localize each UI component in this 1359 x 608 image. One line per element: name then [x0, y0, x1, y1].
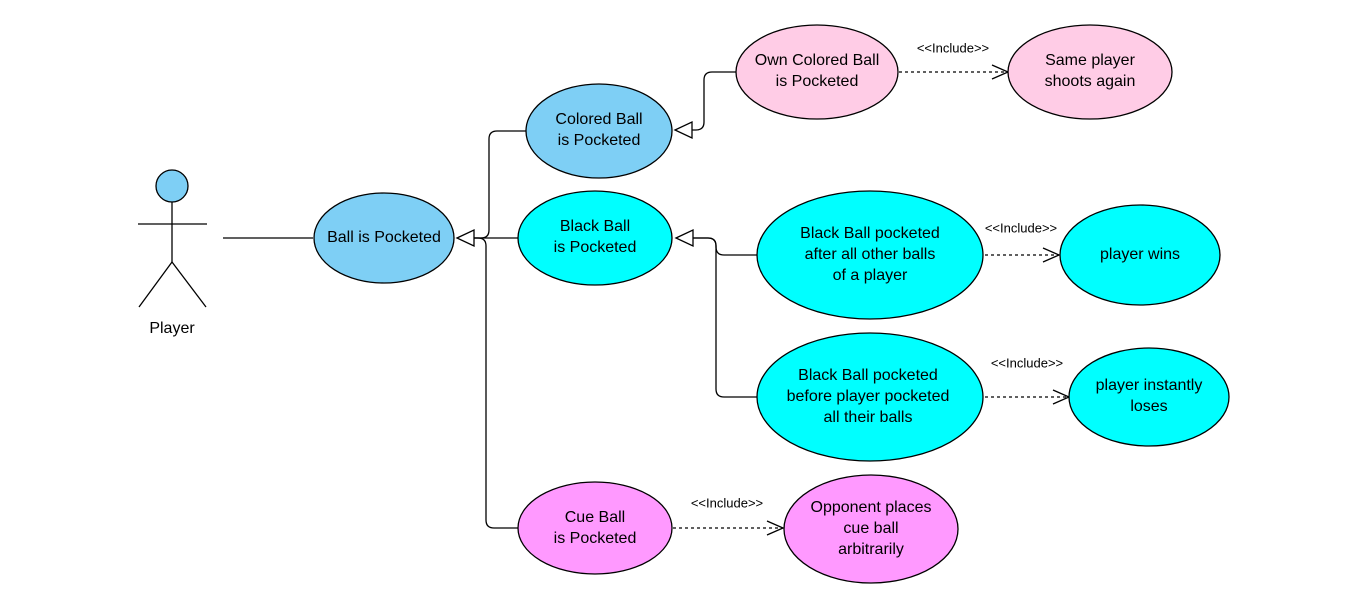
edge-cue-to-ball: [474, 237, 518, 529]
usecase-ball-pocketed-shape: [313, 192, 455, 284]
usecase-player-loses-label-2: loses: [1130, 398, 1167, 415]
generalization-arrow-colored: [673, 120, 693, 140]
usecase-cue-ball-label-2: is Pocketed: [554, 530, 637, 547]
usecase-own-colored: Own Colored Ball is Pocketed: [735, 24, 899, 120]
usecase-ball-pocketed-label: Ball is Pocketed: [327, 229, 441, 246]
usecase-own-colored-label-2: is Pocketed: [776, 73, 859, 90]
usecase-player-loses: player instantly loses: [1068, 347, 1230, 447]
actor-head: [155, 169, 189, 203]
usecase-black-after-label-2: after all other balls: [805, 246, 936, 263]
usecase-same-player-shape: [1007, 24, 1173, 120]
usecase-black-after-label-3: of a player: [833, 267, 908, 284]
usecase-player-loses-label-1: player instantly: [1096, 377, 1203, 394]
usecase-player-loses-shape: [1068, 347, 1230, 447]
usecase-player-wins-shape: [1059, 204, 1221, 306]
usecase-player-wins-label: player wins: [1100, 246, 1180, 263]
edge-colored-to-ball: [474, 130, 526, 239]
actor-player: Player: [138, 169, 207, 337]
usecase-same-player-label-2: shoots again: [1045, 73, 1136, 90]
usecase-own-colored-shape: [735, 24, 899, 120]
actor-left-leg: [138, 261, 173, 308]
usecase-black-before-shape: [756, 332, 984, 462]
usecase-colored-ball-shape: [525, 83, 673, 179]
usecase-opponent-places-label-2: cue ball: [843, 520, 898, 537]
actor-right-leg: [171, 261, 207, 308]
generalization-arrow-black: [674, 228, 694, 248]
include-label-own-to-same: <<Include>>: [917, 40, 989, 55]
usecase-black-before: Black Ball pocketed before player pocket…: [756, 332, 984, 462]
generalization-arrow-ball: [455, 228, 475, 248]
usecase-opponent-places-label-3: arbitrarily: [838, 541, 904, 558]
usecase-cue-ball-label-1: Cue Ball: [565, 509, 625, 526]
usecase-black-after-shape: [756, 190, 984, 320]
include-arrow-opponent: [766, 520, 785, 536]
usecase-black-ball-label-2: is Pocketed: [554, 239, 637, 256]
usecase-black-ball-shape: [517, 190, 673, 286]
usecase-cue-ball: Cue Ball is Pocketed: [517, 481, 673, 575]
include-arrow-loses: [1052, 389, 1071, 405]
actor-label: Player: [149, 320, 195, 337]
usecase-opponent-places-label-1: Opponent places: [811, 499, 932, 516]
usecase-black-before-label-1: Black Ball pocketed: [798, 367, 938, 384]
usecase-same-player-label-1: Same player: [1045, 52, 1135, 69]
usecase-black-ball: Black Ball is Pocketed: [517, 190, 673, 286]
include-label-cue-to-opponent: <<Include>>: [691, 495, 763, 510]
usecase-own-colored-label-1: Own Colored Ball: [755, 52, 880, 69]
include-label-after-to-wins: <<Include>>: [985, 220, 1057, 235]
usecase-same-player: Same player shoots again: [1007, 24, 1173, 120]
usecase-black-after: Black Ball pocketed after all other ball…: [756, 190, 984, 320]
usecase-black-before-label-2: before player pocketed: [787, 388, 950, 405]
usecase-player-wins: player wins: [1059, 204, 1221, 306]
include-arrow-wins: [1042, 247, 1061, 263]
usecase-colored-ball-label-2: is Pocketed: [558, 132, 641, 149]
edge-before-to-black: [693, 237, 760, 398]
edge-after-to-black: [693, 237, 760, 256]
usecase-ball-pocketed: Ball is Pocketed: [313, 192, 455, 284]
usecase-opponent-places: Opponent places cue ball arbitrarily: [783, 474, 959, 584]
usecase-black-before-label-3: all their balls: [824, 409, 913, 426]
usecase-black-after-label-1: Black Ball pocketed: [800, 225, 940, 242]
edge-own-to-colored: [692, 71, 736, 131]
include-arrow-same: [991, 64, 1010, 80]
usecase-opponent-places-shape: [783, 474, 959, 584]
usecase-colored-ball: Colored Ball is Pocketed: [525, 83, 673, 179]
usecase-cue-ball-shape: [517, 481, 673, 575]
usecase-black-ball-label-1: Black Ball: [560, 218, 630, 235]
include-label-before-to-loses: <<Include>>: [991, 355, 1063, 370]
usecase-colored-ball-label-1: Colored Ball: [555, 111, 642, 128]
